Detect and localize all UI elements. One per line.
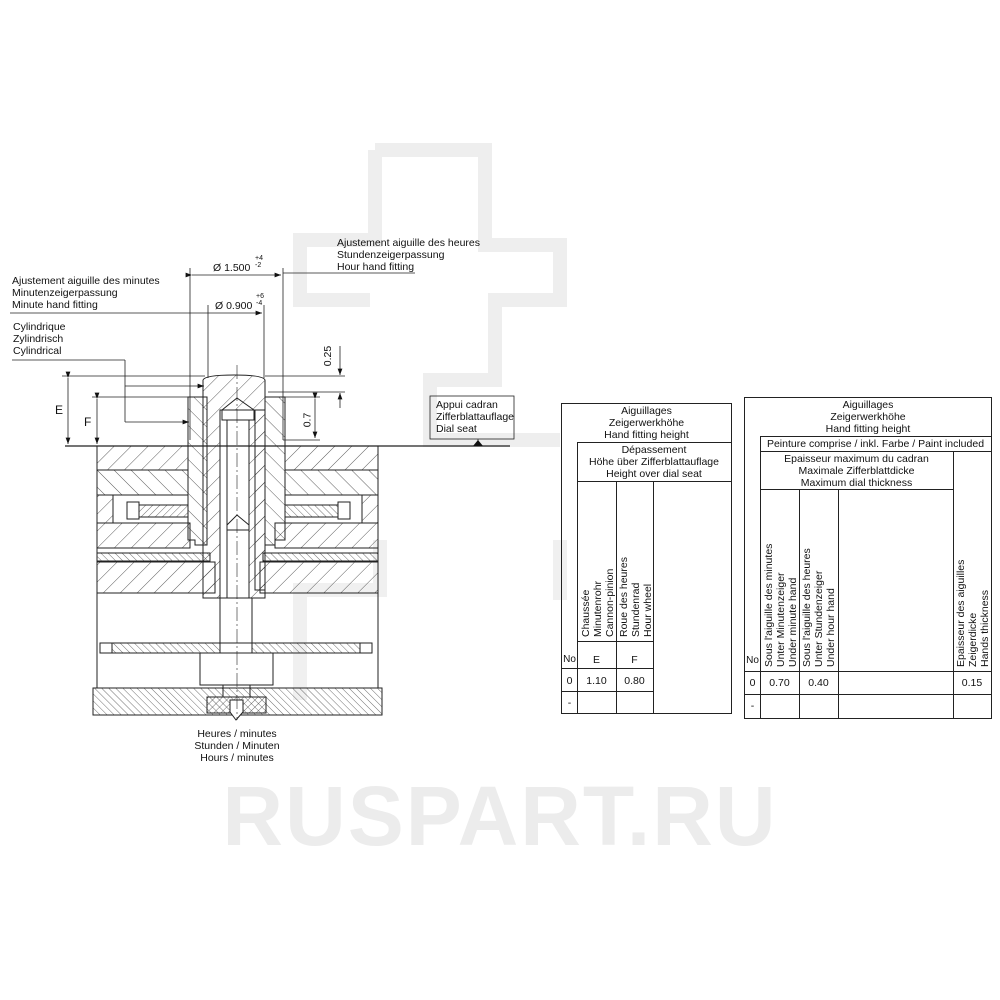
column-header-cannon-pinion: Chaussée Minutenrohr Cannon-pinion: [580, 492, 616, 637]
minute-fitting-tolerance: +6-4: [256, 293, 264, 307]
column-header-hour-wheel: Roue des heures Stundenrad Hour wheel: [618, 492, 654, 637]
tol-minus: -4: [256, 300, 263, 307]
title-de: Zeigerwerkhöhe: [830, 411, 906, 423]
dimension-0-7: 0.7: [301, 412, 314, 428]
column-header-under-hour-hand: Sous l'aiguille des heures Unter Stunden…: [801, 494, 837, 667]
col-hour-fr: Sous l'aiguille des heures: [801, 548, 813, 667]
minute-fitting-label: Ajustement aiguille des minutes Minutenz…: [12, 275, 160, 311]
hour-fitting-dimension: Ø 1.500: [213, 262, 250, 274]
group-fr: Dépassement: [621, 444, 687, 456]
row-0-hour: 0.40: [808, 677, 829, 689]
group-fr: Epaisseur maximum du cadran: [784, 453, 929, 465]
column-header-no: No: [746, 655, 759, 666]
title-fr: Aiguillages: [621, 405, 672, 417]
tol-minus: -2: [255, 262, 262, 269]
col-f-fr: Roue des heures: [618, 557, 630, 637]
paint-included-header: Peinture comprise / inkl. Farbe / Paint …: [766, 438, 985, 450]
tol-plus: +4: [255, 255, 263, 262]
caption-en: Hours / minutes: [200, 752, 274, 764]
col-min-fr: Sous l'aiguille des minutes: [763, 543, 775, 667]
dimension-f: F: [84, 415, 92, 429]
tol-plus: +6: [256, 293, 264, 300]
minute-fitting-dimension: Ø 0.900: [215, 300, 252, 312]
col-e-fr: Chaussée: [580, 589, 592, 637]
col-thick-de: Zeigerdicke: [967, 612, 979, 667]
column-header-under-minute-hand: Sous l'aiguille des minutes Unter Minute…: [763, 494, 799, 667]
col-f-en: Hour wheel: [642, 583, 654, 637]
caption-de: Stunden / Minuten: [194, 740, 280, 752]
column-header-no: No: [563, 654, 576, 665]
dimension-e: E: [55, 403, 64, 417]
title-en: Hand fitting height: [825, 423, 911, 435]
column-header-hands-thickness: Epaisseur des aiguilles Zeigerdicke Hand…: [955, 456, 991, 667]
col-min-de: Unter Minutenzeiger: [775, 572, 787, 667]
cylindrical-en: Cylindrical: [13, 345, 62, 357]
minute-fitting-fr: Ajustement aiguille des minutes: [12, 275, 160, 287]
dial-seat-label: Appui cadran Zifferblattauflage Dial sea…: [436, 399, 514, 435]
row-0-no: 0: [566, 675, 573, 687]
col-thick-fr: Epaisseur des aiguilles: [955, 559, 967, 667]
hour-fitting-tolerance: +4-2: [255, 255, 263, 269]
dial-seat-en: Dial seat: [436, 423, 477, 435]
table-title: Aiguillages Zeigerwerkhöhe Hand fitting …: [745, 399, 991, 435]
row-0-thickness: 0.15: [961, 677, 983, 689]
drawing-caption: Heures / minutes Stunden / Minuten Hours…: [177, 728, 297, 764]
dial-seat-de: Zifferblattauflage: [436, 411, 515, 423]
row-0-minute: 0.70: [769, 677, 790, 689]
minute-fitting-de: Minutenzeigerpassung: [12, 287, 118, 299]
watermark-text: RUSPART.RU: [222, 769, 778, 863]
dimension-value: Ø 1.500: [213, 262, 251, 274]
group-header: Epaisseur maximum du cadran Maximale Zif…: [760, 453, 953, 489]
row-0-f: 0.80: [624, 675, 645, 687]
column-code-f: F: [631, 654, 638, 666]
col-f-de: Stundenrad: [630, 582, 642, 637]
title-fr: Aiguillages: [842, 399, 894, 411]
hour-fitting-label: Ajustement aiguille des heures Stundenze…: [337, 237, 480, 273]
caption-fr: Heures / minutes: [197, 728, 277, 740]
col-hour-de: Unter Stundenzeiger: [813, 570, 825, 667]
cannon-pinion-height-table: Aiguillages Zeigerwerkhöhe Hand fitting …: [561, 403, 732, 714]
row-1-no: -: [750, 700, 755, 712]
row-1-no: -: [567, 697, 572, 709]
hour-fitting-en: Hour hand fitting: [337, 261, 415, 273]
dial-thickness-table: Aiguillages Zeigerwerkhöhe Hand fitting …: [744, 397, 992, 719]
group-en: Maximum dial thickness: [800, 477, 913, 489]
dimension-value: Ø 0.900: [215, 300, 253, 312]
group-de: Maximale Zifferblattdicke: [798, 465, 915, 477]
cylindrical-de: Zylindrisch: [13, 333, 64, 345]
title-de: Zeigerwerkhöhe: [608, 417, 685, 429]
cylindrical-label: Cylindrique Zylindrisch Cylindrical: [13, 321, 66, 357]
minute-fitting-en: Minute hand fitting: [12, 299, 98, 311]
table-title: Aiguillages Zeigerwerkhöhe Hand fitting …: [562, 405, 731, 441]
hour-fitting-fr: Ajustement aiguille des heures: [337, 237, 481, 249]
col-thick-en: Hands thickness: [979, 589, 991, 667]
row-0-e: 1.10: [586, 675, 607, 687]
group-en: Height over dial seat: [606, 468, 702, 480]
group-de: Höhe über Zifferblattauflage: [589, 456, 719, 468]
hour-fitting-de: Stundenzeigerpassung: [337, 249, 445, 261]
column-code-e: E: [592, 654, 600, 666]
cylindrical-fr: Cylindrique: [13, 321, 66, 333]
row-0-no: 0: [749, 677, 756, 689]
dimension-0-25: 0.25: [322, 345, 335, 367]
col-e-en: Cannon-pinion: [604, 568, 616, 637]
dial-seat-fr: Appui cadran: [436, 399, 498, 411]
col-hour-en: Under hour hand: [825, 588, 837, 667]
col-e-de: Minutenrohr: [592, 580, 604, 637]
group-header: Dépassement Höhe über Zifferblattauflage…: [577, 444, 731, 480]
col-min-en: Under minute hand: [787, 577, 799, 667]
title-en: Hand fitting height: [604, 429, 689, 441]
